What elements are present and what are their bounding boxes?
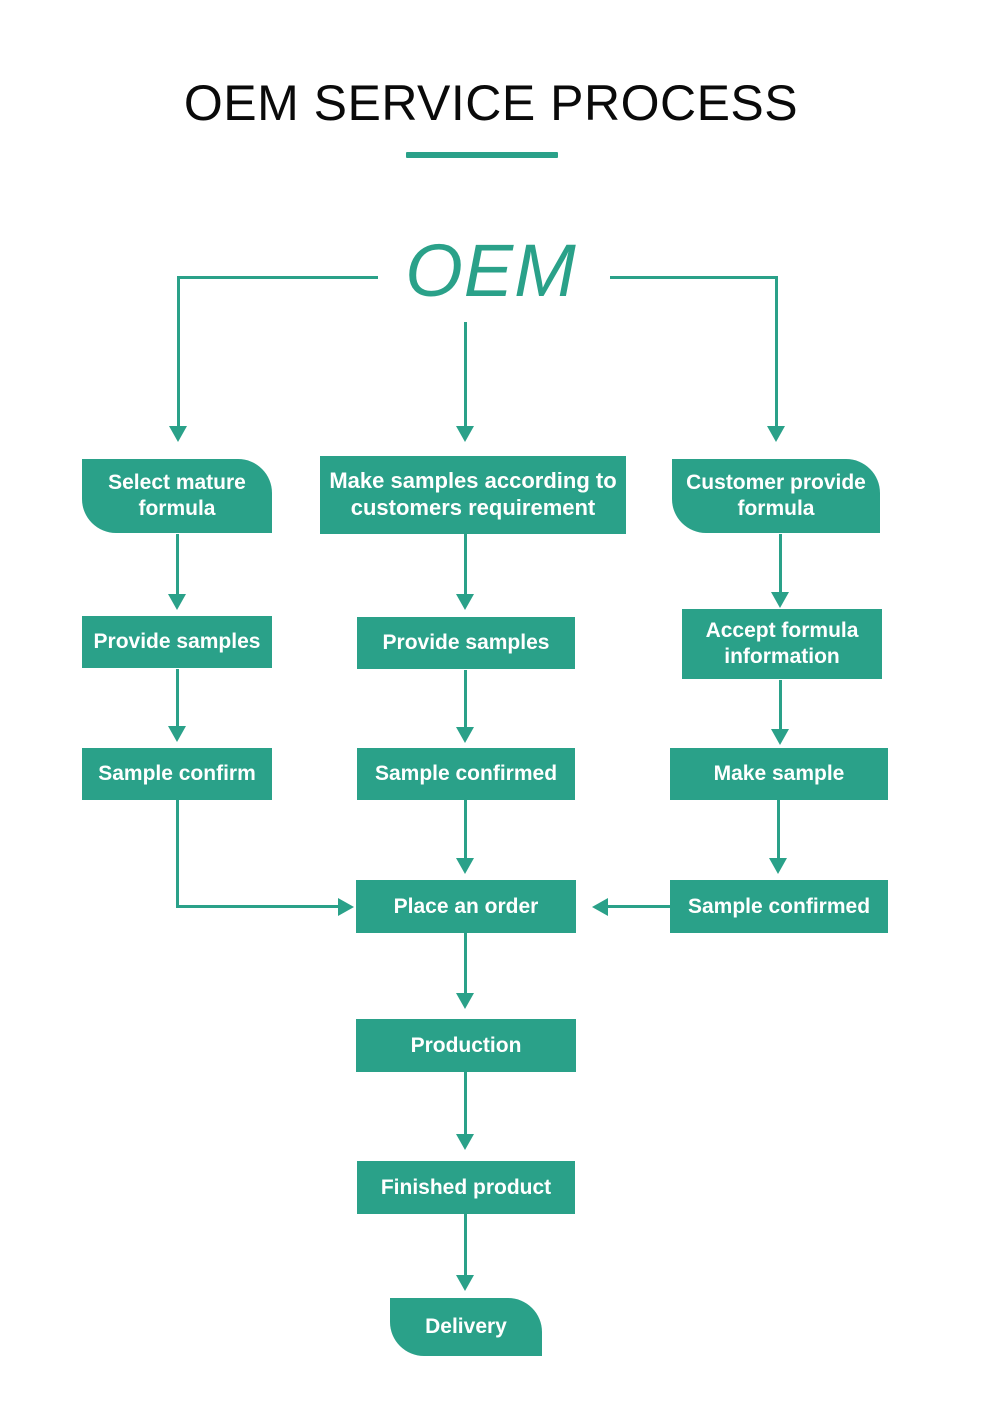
node-sample-confirm[interactable]: Sample confirm xyxy=(82,748,272,800)
node-finished-product[interactable]: Finished product xyxy=(357,1161,575,1214)
arrowhead-right3-to-right4 xyxy=(769,858,787,874)
connector-left3-to-order-vertical xyxy=(176,800,179,907)
arrowhead-oem-to-left xyxy=(169,426,187,442)
arrowhead-finished-to-delivery xyxy=(456,1275,474,1291)
node-make-samples-according-to-customers-requirement[interactable]: Make samples according to customers requ… xyxy=(320,456,626,534)
arrowhead-order-to-production xyxy=(456,993,474,1009)
node-accept-formula-information[interactable]: Accept formula information xyxy=(682,609,882,679)
node-place-an-order[interactable]: Place an order xyxy=(356,880,576,933)
connector-right2-to-right3 xyxy=(779,680,782,734)
connector-oem-to-left-horizontal xyxy=(178,276,378,279)
connector-oem-to-left-vertical xyxy=(177,276,180,428)
node-select-mature-formula[interactable]: Select mature formula xyxy=(82,459,272,533)
arrowhead-mid2-to-mid3 xyxy=(456,727,474,743)
title-underline-rule xyxy=(406,152,558,158)
arrowhead-right2-to-right3 xyxy=(771,729,789,745)
connector-oem-to-right-horizontal xyxy=(610,276,778,279)
connector-production-to-finished xyxy=(464,1072,467,1138)
connector-left2-to-left3 xyxy=(176,669,179,731)
connector-left1-to-left2 xyxy=(176,534,179,598)
arrowhead-right4-to-order xyxy=(592,898,608,916)
connector-order-to-production xyxy=(464,933,467,997)
connector-mid1-to-mid2 xyxy=(464,534,467,598)
node-middle-sample-confirmed[interactable]: Sample confirmed xyxy=(357,748,575,800)
connector-oem-to-middle-vertical xyxy=(464,322,467,428)
node-delivery[interactable]: Delivery xyxy=(390,1298,542,1356)
node-right-sample-confirmed[interactable]: Sample confirmed xyxy=(670,880,888,933)
arrowhead-oem-to-right xyxy=(767,426,785,442)
connector-mid3-to-order xyxy=(464,800,467,862)
connector-left3-to-order-horizontal xyxy=(176,905,340,908)
connector-right1-to-right2 xyxy=(779,534,782,596)
arrowhead-left2-to-left3 xyxy=(168,726,186,742)
arrowhead-left1-to-left2 xyxy=(168,594,186,610)
node-customer-provide-formula[interactable]: Customer provide formula xyxy=(672,459,880,533)
connector-finished-to-delivery xyxy=(464,1214,467,1278)
root-node-oem: OEM xyxy=(405,229,577,312)
node-make-sample[interactable]: Make sample xyxy=(670,748,888,800)
node-middle-provide-samples[interactable]: Provide samples xyxy=(357,617,575,669)
connector-oem-to-right-vertical xyxy=(775,276,778,428)
node-left-provide-samples[interactable]: Provide samples xyxy=(82,616,272,668)
arrowhead-right1-to-right2 xyxy=(771,592,789,608)
page-title: OEM SERVICE PROCESS xyxy=(183,75,799,131)
arrowhead-production-to-finished xyxy=(456,1134,474,1150)
connector-right3-to-right4 xyxy=(777,800,780,862)
arrowhead-oem-to-middle xyxy=(456,426,474,442)
arrowhead-mid1-to-mid2 xyxy=(456,594,474,610)
arrowhead-left3-to-order xyxy=(338,898,354,916)
connector-right4-to-order xyxy=(608,905,670,908)
connector-mid2-to-mid3 xyxy=(464,670,467,732)
arrowhead-mid3-to-order xyxy=(456,858,474,874)
node-production[interactable]: Production xyxy=(356,1019,576,1072)
